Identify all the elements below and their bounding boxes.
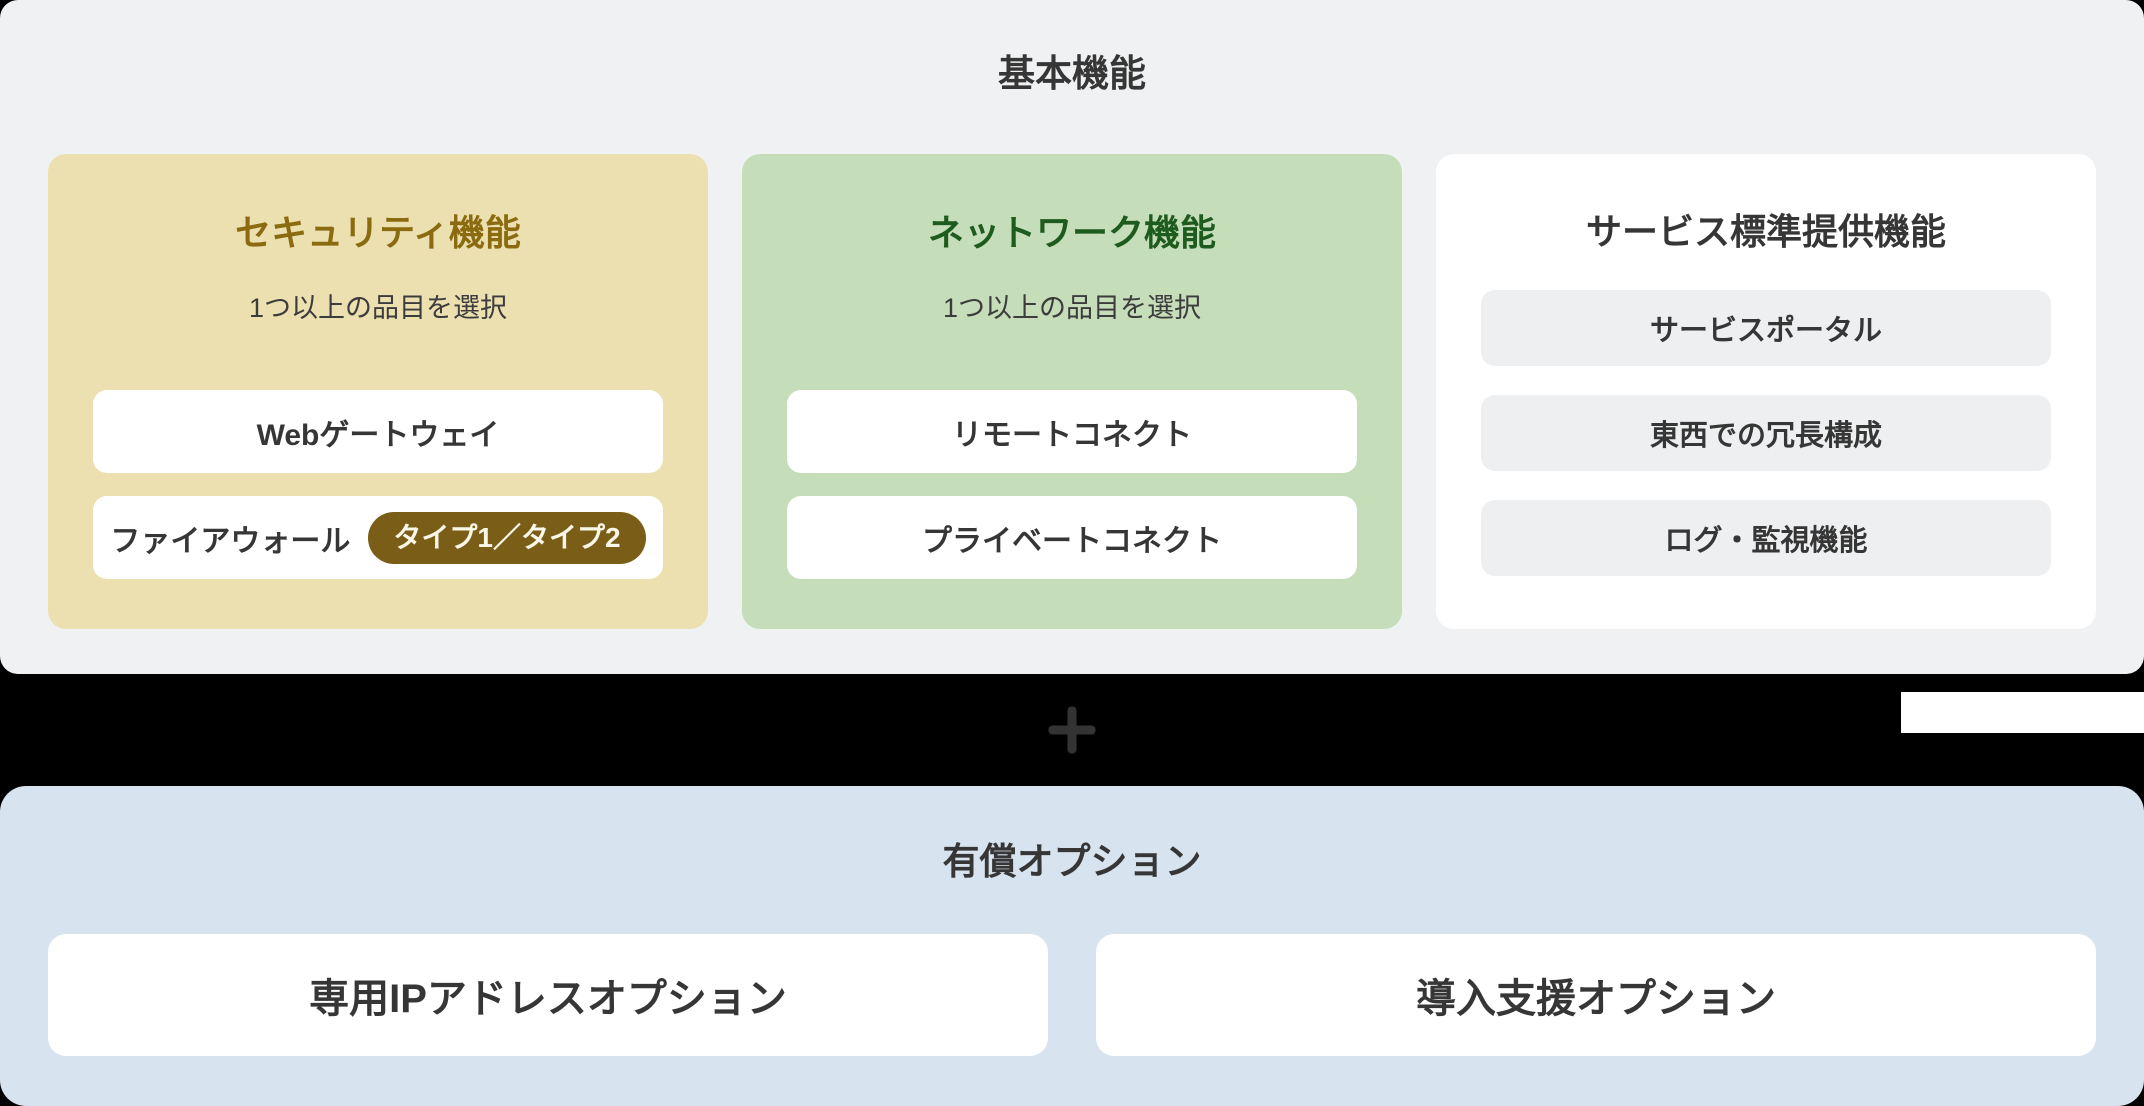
- standard-features-title: サービス標準提供機能: [1585, 211, 1946, 252]
- security-card-title: セキュリティ機能: [235, 212, 521, 253]
- item-label: サービスポータル: [1649, 315, 1882, 347]
- standard-features-card: サービス標準提供機能 サービスポータル 東西での冗長構成 ログ・監視機能: [1436, 154, 2096, 629]
- paid-options-title: 有償オプション: [942, 841, 1202, 882]
- option-label: 専用IPアドレスオプション: [309, 977, 787, 1021]
- firewall-type-badge: タイプ1／タイプ2: [368, 511, 646, 564]
- network-card-title: ネットワーク機能: [927, 212, 1216, 253]
- item-private-connect: プライベートコネクト: [787, 496, 1357, 579]
- security-card-subtitle: 1つ以上の品目を選択: [248, 293, 508, 323]
- security-card: セキュリティ機能 1つ以上の品目を選択 Webゲートウェイ ファイアウォール タ…: [48, 154, 708, 629]
- connector-band: [0, 674, 2144, 786]
- option-label: 導入支援オプション: [1416, 977, 1776, 1021]
- basic-functions-panel: 基本機能 セキュリティ機能 1つ以上の品目を選択 Webゲートウェイ ファイアウ…: [0, 0, 2144, 674]
- basic-functions-title: 基本機能: [998, 53, 1146, 94]
- item-log-monitoring: ログ・監視機能: [1481, 500, 2051, 576]
- network-card: ネットワーク機能 1つ以上の品目を選択 リモートコネクト プライベートコネクト: [742, 154, 1402, 629]
- item-label: ファイアウォール: [110, 524, 351, 558]
- item-label: プライベートコネクト: [922, 524, 1222, 558]
- paid-options-panel: 有償オプション 専用IPアドレスオプション 導入支援オプション: [0, 786, 2144, 1106]
- plus-icon: [1048, 706, 1096, 754]
- item-label: Webゲートウェイ: [256, 418, 500, 452]
- item-east-west-redundancy: 東西での冗長構成: [1481, 395, 2051, 471]
- item-label: 東西での冗長構成: [1649, 420, 1882, 452]
- item-service-portal: サービスポータル: [1481, 290, 2051, 366]
- option-deployment-support: 導入支援オプション: [1096, 934, 2096, 1056]
- standard-features-items: サービスポータル 東西での冗長構成 ログ・監視機能: [1481, 290, 2051, 576]
- item-firewall: ファイアウォール タイプ1／タイプ2: [93, 496, 663, 579]
- network-card-subtitle: 1つ以上の品目を選択: [942, 293, 1202, 323]
- item-remote-connect: リモートコネクト: [787, 390, 1357, 473]
- basic-cards-row: セキュリティ機能 1つ以上の品目を選択 Webゲートウェイ ファイアウォール タ…: [0, 154, 2144, 629]
- security-card-items: Webゲートウェイ ファイアウォール タイプ1／タイプ2: [93, 390, 663, 579]
- item-label: リモートコネクト: [952, 418, 1192, 452]
- option-dedicated-ip: 専用IPアドレスオプション: [48, 934, 1048, 1056]
- network-card-items: リモートコネクト プライベートコネクト: [787, 390, 1357, 579]
- right-edge-white-fragment: [1901, 692, 2144, 733]
- options-cards-row: 専用IPアドレスオプション 導入支援オプション: [0, 934, 2144, 1056]
- item-web-gateway: Webゲートウェイ: [93, 390, 663, 473]
- item-label: ログ・監視機能: [1664, 525, 1868, 557]
